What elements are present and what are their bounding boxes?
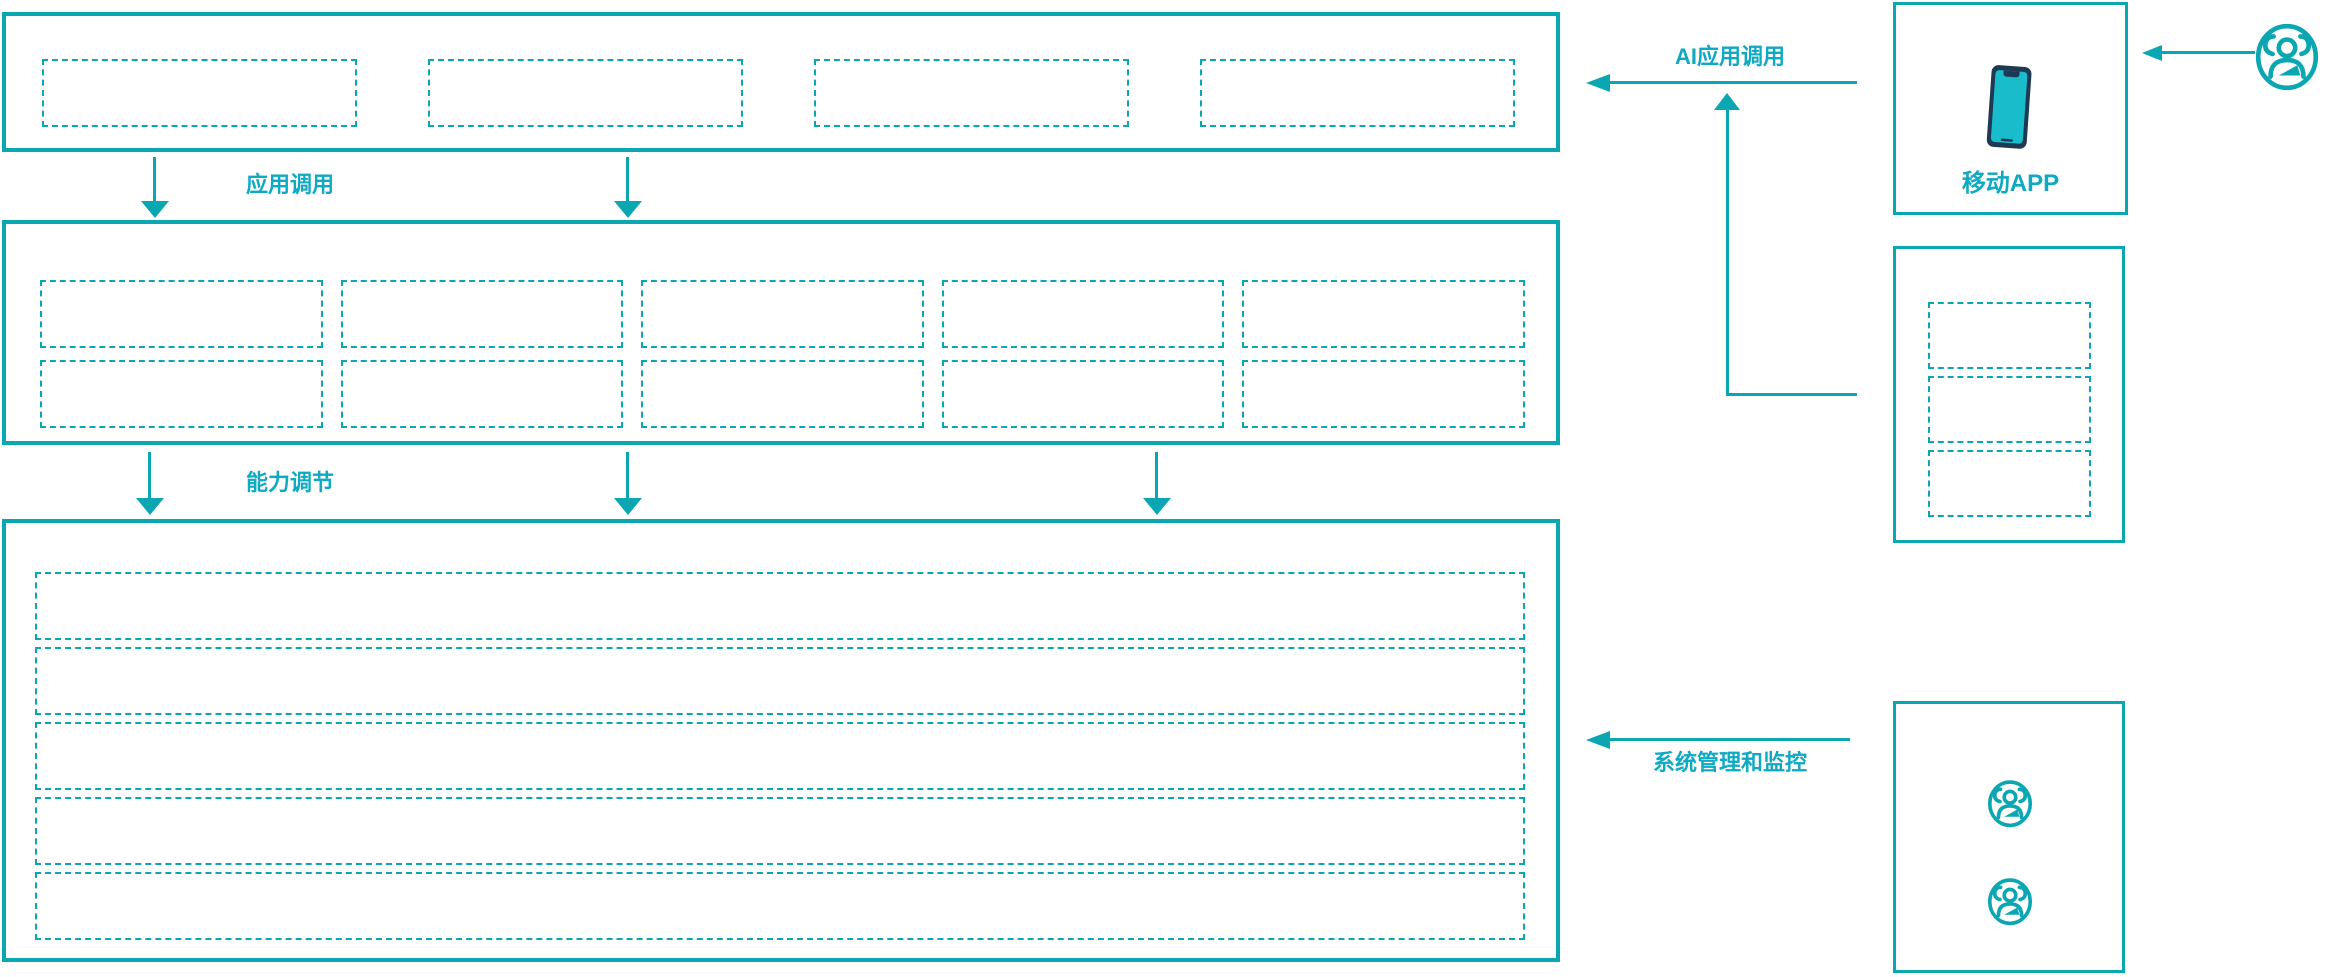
bottom-layer-panel	[2, 519, 1560, 962]
admins-box	[1893, 701, 2125, 973]
placeholder-box	[35, 872, 1525, 940]
placeholder-box	[1242, 360, 1525, 428]
system-mgmt-arrow-head	[1586, 731, 1610, 749]
placeholder-box	[40, 280, 323, 348]
placeholder-box	[1927, 376, 2091, 443]
placeholder-box	[42, 59, 357, 127]
ai-app-call-arrow-line	[1610, 81, 1857, 84]
placeholder-box	[941, 360, 1225, 428]
placeholder-box	[340, 360, 624, 428]
users-icon	[1987, 878, 2033, 926]
down-arrow-head	[614, 498, 642, 515]
placeholder-box	[35, 647, 1525, 715]
down-arrow-head	[1143, 498, 1171, 515]
down-arrow-line	[148, 452, 151, 500]
users-icon	[1987, 780, 2033, 828]
system-mgmt-label: 系统管理和监控	[1652, 750, 1807, 775]
services-box	[1893, 246, 2125, 543]
mobile-app-label: 移动APP	[1961, 170, 2060, 197]
services-placeholders	[1896, 302, 2122, 524]
down-arrow-line	[153, 157, 156, 203]
placeholder-box	[35, 722, 1525, 790]
user-arrow-line	[2162, 51, 2255, 54]
elbow-arrow-up-head	[1714, 93, 1740, 110]
middle-layer-panel	[2, 220, 1560, 445]
placeholder-box	[40, 360, 323, 428]
placeholder-box	[340, 280, 624, 348]
placeholder-box	[1927, 302, 2091, 369]
placeholder-box	[1200, 59, 1515, 127]
mobile-app-box: 移动APP	[1893, 2, 2128, 215]
system-mgmt-arrow-line	[1610, 738, 1850, 741]
bottom-layer-rows	[6, 572, 1525, 947]
placeholder-box	[941, 280, 1225, 348]
top-layer-panel	[2, 12, 1560, 152]
users-icon	[2255, 23, 2319, 91]
placeholder-box	[35, 797, 1525, 865]
placeholder-box	[641, 360, 924, 428]
elbow-arrow-horizontal	[1726, 393, 1857, 396]
down-arrow-head	[141, 201, 169, 218]
top-layer-placeholders	[42, 59, 1515, 127]
elbow-arrow-vertical	[1726, 109, 1729, 395]
down-arrow-line	[626, 452, 629, 500]
placeholder-box	[814, 59, 1129, 127]
ai-app-call-label: AI应用调用	[1674, 44, 1785, 69]
user-arrow-head	[2142, 45, 2162, 61]
middle-layer-row1	[40, 280, 1525, 348]
down-arrow-head	[614, 201, 642, 218]
placeholder-box	[428, 59, 743, 127]
ai-app-call-arrow-head	[1586, 74, 1610, 92]
placeholder-box	[1927, 450, 2091, 517]
placeholder-box	[35, 572, 1525, 640]
middle-layer-row2	[40, 360, 1525, 428]
capability-adjust-label: 能力调节	[245, 470, 334, 495]
placeholder-box	[641, 280, 924, 348]
down-arrow-head	[136, 498, 164, 515]
down-arrow-line	[1155, 452, 1158, 500]
down-arrow-line	[626, 157, 629, 203]
phone-icon	[1986, 65, 2032, 149]
placeholder-box	[1242, 280, 1525, 348]
app-call-label: 应用调用	[245, 172, 334, 197]
